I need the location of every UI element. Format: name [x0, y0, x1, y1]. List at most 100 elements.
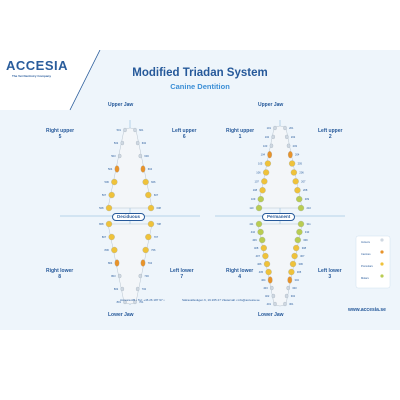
tooth-number-504: 504	[108, 167, 113, 171]
tooth-503	[117, 153, 122, 159]
tooth-107	[261, 178, 268, 185]
tooth-number-804: 804	[108, 261, 113, 265]
logo-panel-edge	[69, 50, 101, 111]
tooth-502	[120, 140, 125, 146]
tooth-402	[271, 293, 276, 299]
tooth-310	[296, 228, 303, 236]
tooth-802	[120, 286, 125, 292]
tooth-number-802: 802	[114, 287, 119, 291]
perm-lower-jaw-label: Lower Jaw	[258, 312, 284, 318]
permanent-badge: Permanent	[262, 213, 296, 221]
tooth-number-307: 307	[300, 254, 305, 258]
tooth-708	[147, 220, 155, 228]
tooth-number-407: 407	[256, 254, 261, 258]
tooth-number-402: 402	[265, 294, 270, 298]
tooth-803	[117, 273, 122, 279]
tooth-306	[289, 260, 297, 268]
tooth-number-411: 411	[249, 222, 254, 226]
tooth-number-501: 501	[117, 128, 122, 132]
tooth-309	[294, 236, 301, 244]
tooth-number-703: 703	[144, 274, 149, 278]
tooth-number-209: 209	[305, 197, 310, 201]
tooth-206	[290, 169, 298, 176]
tooth-301	[283, 301, 287, 307]
tooth-806	[111, 246, 118, 254]
logo-panel	[0, 50, 100, 110]
tooth-number-604: 604	[148, 167, 153, 171]
tooth-608	[147, 204, 155, 212]
tooth-504	[114, 165, 120, 173]
tooth-number-506: 506	[105, 180, 110, 184]
legend-swatch-canines	[380, 250, 384, 254]
footer-url[interactable]: www.accesia.se	[348, 307, 386, 313]
tooth-203	[286, 143, 291, 148]
tooth-703	[138, 273, 143, 279]
tooth-707	[145, 233, 152, 241]
tooth-807	[108, 233, 115, 241]
tooth-603	[138, 153, 143, 159]
tooth-number-502: 502	[114, 141, 119, 145]
legend-canines: Canines	[361, 253, 371, 256]
tooth-501	[123, 127, 127, 133]
tooth-104	[267, 151, 273, 159]
tooth-number-706: 706	[151, 248, 156, 252]
tooth-304	[287, 276, 293, 284]
tooth-109	[257, 195, 264, 203]
tooth-number-404: 404	[261, 278, 266, 282]
legend-swatch-incisors	[380, 238, 384, 242]
tooth-number-102: 102	[265, 135, 270, 139]
tooth-number-601: 601	[139, 128, 144, 132]
tooth-number-303: 303	[292, 286, 297, 290]
tooth-number-305: 305	[297, 270, 302, 274]
footer-contact: Accesia AB • Tel: +46 26 187 97 •	[120, 298, 165, 302]
tooth-number-203: 203	[293, 144, 298, 148]
tooth-number-403: 403	[263, 286, 268, 290]
tooth-number-306: 306	[299, 262, 304, 266]
tooth-number-310: 310	[305, 230, 310, 234]
tooth-601	[133, 127, 137, 133]
tooth-410	[257, 228, 264, 236]
tooth-number-311: 311	[307, 222, 312, 226]
legend-premolars: Premolars	[361, 265, 373, 268]
tooth-105	[264, 160, 272, 167]
legend-swatch-molars	[380, 274, 384, 278]
tooth-number-302: 302	[291, 294, 296, 298]
tooth-506	[111, 178, 118, 186]
tooth-204	[287, 151, 293, 159]
tooth-201	[283, 125, 287, 131]
tooth-411	[255, 220, 263, 228]
page-subtitle: Canine Dentition	[170, 82, 230, 91]
tooth-number-410: 410	[251, 230, 256, 234]
tooth-number-409: 409	[252, 238, 257, 242]
tooth-number-106: 106	[256, 170, 261, 174]
tooth-number-602: 602	[142, 141, 147, 145]
tooth-103	[269, 143, 274, 148]
deciduous-badge: Deciduous	[112, 213, 146, 221]
tooth-303	[286, 285, 290, 291]
tooth-403	[270, 285, 274, 291]
tooth-507	[108, 191, 115, 199]
tooth-number-408: 408	[254, 246, 259, 250]
perm-upper-jaw-label: Upper Jaw	[258, 102, 284, 108]
tooth-101	[273, 125, 277, 131]
tooth-number-702: 702	[142, 287, 147, 291]
tooth-number-208: 208	[303, 188, 308, 192]
tooth-number-807: 807	[102, 235, 107, 239]
page-title: Modified Triadan System	[132, 67, 268, 79]
tooth-208	[294, 187, 301, 194]
tooth-202	[285, 134, 289, 140]
tooth-302	[284, 293, 289, 299]
tooth-number-206: 206	[299, 170, 304, 174]
tooth-number-405: 405	[259, 270, 264, 274]
brand-logo: ACCESIA	[6, 58, 69, 73]
dec-upper-jaw-label: Upper Jaw	[108, 102, 134, 108]
tooth-701	[133, 299, 137, 305]
tooth-number-108: 108	[253, 188, 258, 192]
